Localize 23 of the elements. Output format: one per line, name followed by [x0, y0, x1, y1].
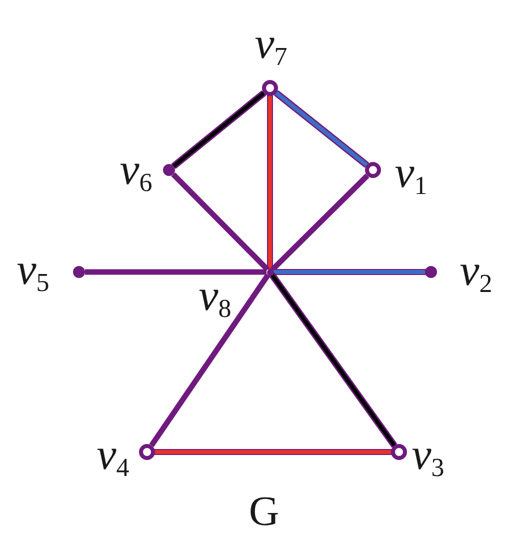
vertex-ring — [365, 162, 381, 178]
vertex-label: v$_{5}$ — [16, 248, 50, 292]
graph-edge — [172, 91, 266, 168]
caption: G — [248, 491, 280, 533]
vertex-label: v$_{7}$ — [254, 22, 288, 66]
graph-edge — [274, 270, 425, 274]
graph-edge — [270, 274, 396, 447]
graph-edge — [149, 273, 270, 447]
vertex-ring — [262, 80, 278, 96]
vertex-ring — [391, 444, 407, 460]
vertex-label: v$_{8}$ — [198, 274, 232, 318]
vertex-label: v$_{1}$ — [394, 151, 428, 195]
graph-edge — [270, 174, 370, 272]
vertex-label: v$_{2}$ — [460, 249, 492, 293]
vertex-label: v$_{4}$ — [96, 433, 130, 477]
graph-edge — [171, 172, 270, 272]
graph-edge — [85, 269, 266, 275]
graph-edge — [268, 96, 272, 268]
vertex-label: v$_{6}$ — [120, 148, 152, 192]
vertex-ring — [139, 444, 155, 460]
graph-edge — [155, 450, 391, 454]
graph-edge — [275, 91, 368, 167]
vertex-label: v$_{3}$ — [412, 433, 444, 477]
